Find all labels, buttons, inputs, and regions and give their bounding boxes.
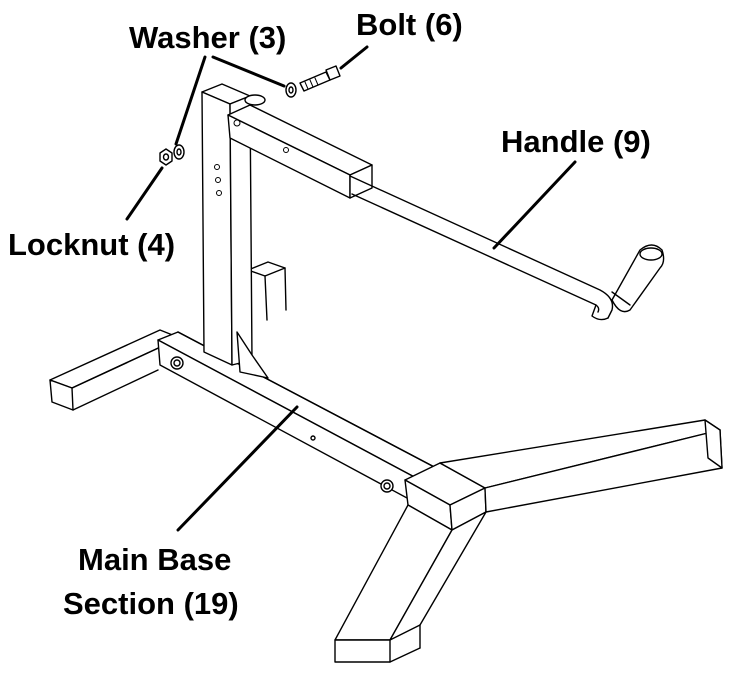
main-base-leader [176,405,299,532]
leader-lines [125,45,577,532]
bolt-part [299,65,341,92]
handle-label: Handle (9) [501,124,651,159]
upright-post [201,83,269,379]
beam-bolt-head-left [170,356,184,370]
washer-left [173,144,185,160]
beam-bolt-head-right [380,479,394,493]
locknut-part [159,148,173,166]
main-base-label-line2: Section (19) [63,586,239,621]
locknut-leader [125,166,164,221]
right-arm-tube [439,419,723,513]
washer-leader-right [211,55,286,88]
locknut-label: Locknut (4) [8,227,176,262]
rear-tube-stub [247,261,287,321]
main-base-beam [157,331,441,506]
bolt-leader [339,45,369,70]
washer-label: Washer (3) [129,20,287,55]
front-arm-tube [334,504,487,663]
washer-leader-left [174,55,207,146]
bolt-label: Bolt (6) [356,7,463,42]
washer-right [285,82,297,98]
handle-leader [492,160,577,250]
handle-bar [349,175,665,321]
main-base-label-line1: Main Base [78,542,232,577]
